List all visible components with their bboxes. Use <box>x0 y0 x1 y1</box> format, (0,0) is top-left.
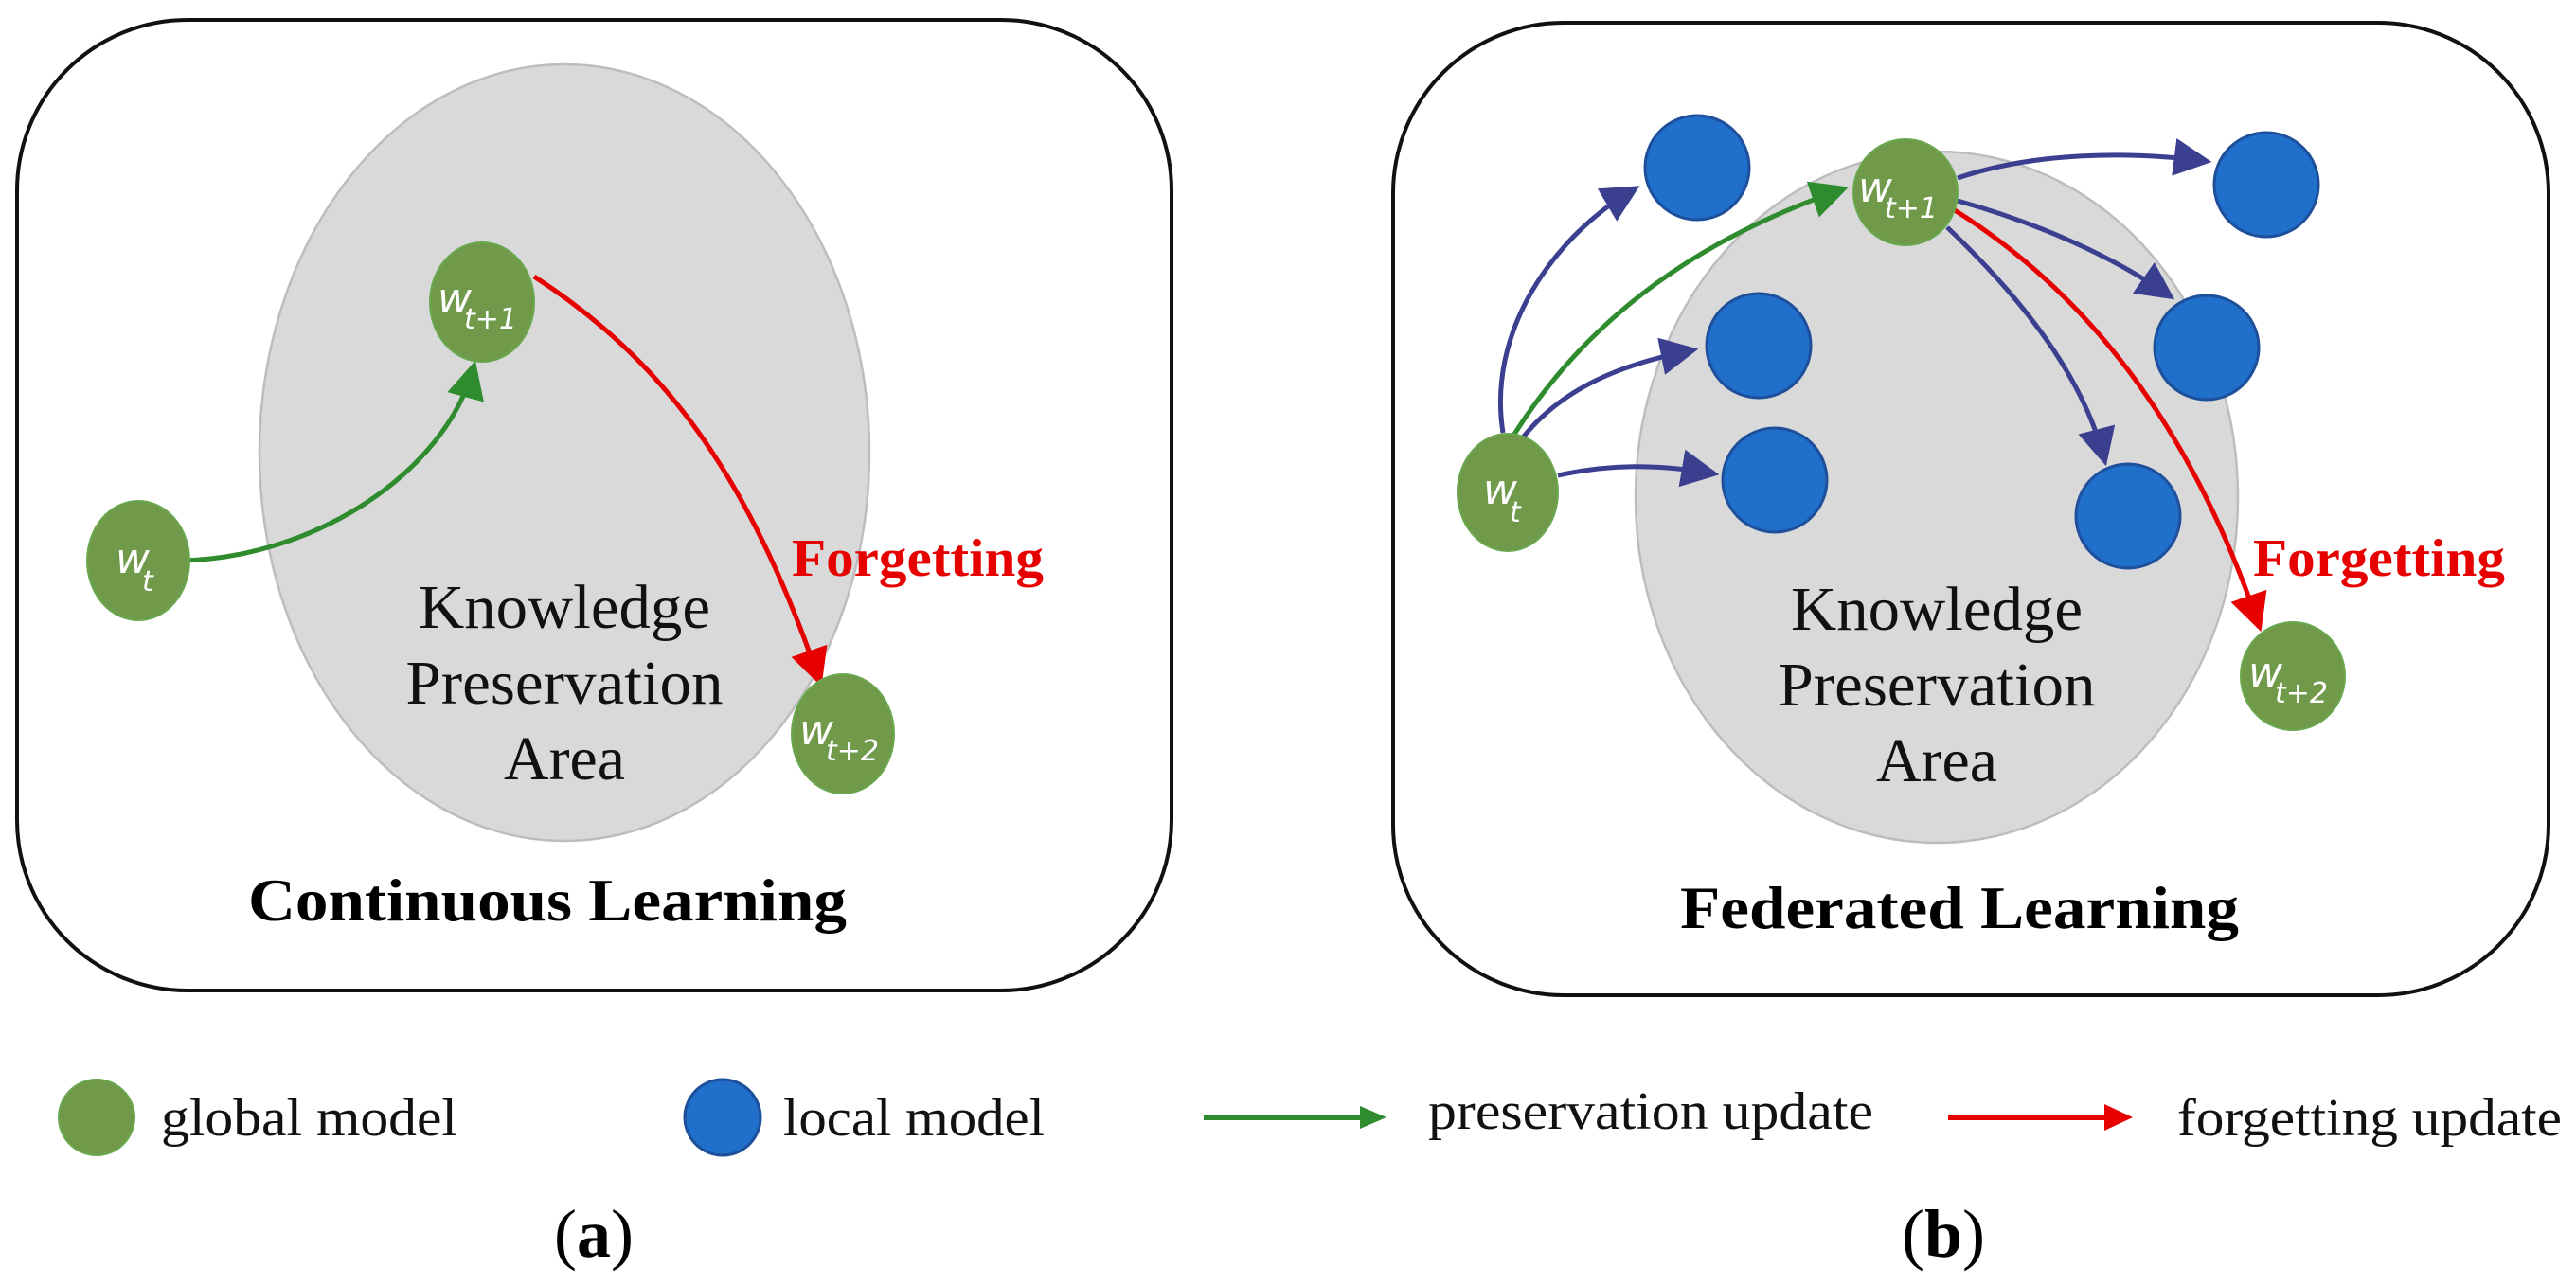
forgetting-label: Forgetting <box>792 529 1044 588</box>
area-label-line-2: Preservation <box>406 649 724 718</box>
local-model-swatch-icon <box>683 1078 762 1157</box>
caption-b: (b) <box>1902 1196 1985 1272</box>
panel-title: Continuous Learning <box>248 866 847 934</box>
legend-item-local-model: local model <box>683 1078 1045 1157</box>
node-label: w <box>116 535 151 583</box>
node-subscript: t+2 <box>2275 677 2328 710</box>
global-model-node-wt: w t <box>86 500 190 621</box>
legend-label: global model <box>161 1089 457 1148</box>
forgetting-update-arrow <box>1953 207 2267 633</box>
area-label-line-1: Knowledge <box>419 573 710 642</box>
node-subscript: t <box>1510 496 1522 529</box>
local-update-arrow <box>1945 225 2116 467</box>
local-update-arrow <box>1557 449 1720 488</box>
area-label-line-2: Preservation <box>1779 651 2096 720</box>
local-update-arrow <box>1957 198 2175 300</box>
panel-continuous-learning: Knowledge Preservation Area Forgetting w… <box>15 18 1173 992</box>
local-model-node <box>1705 292 1813 400</box>
preservation-update-arrow <box>179 360 484 563</box>
local-update-arrow <box>1957 138 2212 181</box>
global-model-node-wt1: w t+1 <box>429 241 535 363</box>
preservation-update-arrow <box>1511 181 1850 437</box>
node-subscript: t+2 <box>826 735 879 768</box>
local-model-node <box>2212 131 2320 239</box>
legend-label: forgetting update <box>2177 1089 2562 1148</box>
node-label: w <box>799 706 834 755</box>
node-subscript: t+1 <box>1885 192 1938 225</box>
panel-federated-learning: Knowledge Preservation Area Forgetting <box>1391 21 2550 997</box>
legend-item-forgetting-update: forgetting update <box>1948 1089 2562 1148</box>
forgetting-update-arrow <box>532 274 828 687</box>
local-update-arrow <box>1521 337 1699 439</box>
area-label-line-3: Area <box>504 724 625 794</box>
node-subscript: t+1 <box>464 303 517 336</box>
legend-item-global-model: global model <box>58 1079 457 1156</box>
local-model-node <box>2153 294 2261 402</box>
global-model-swatch-icon <box>58 1079 135 1156</box>
global-model-node-wt1: w t+1 <box>1852 138 1959 246</box>
node-subscript: t <box>142 565 154 598</box>
legend-item-preservation-update: preservation update <box>1204 1082 1873 1141</box>
global-model-node-wt2: w t+2 <box>791 673 895 794</box>
legend-label: local model <box>783 1089 1045 1148</box>
caption-a: (a) <box>554 1196 634 1272</box>
local-model-node <box>1643 114 1751 222</box>
global-model-node-wt2: w t+2 <box>2240 621 2346 731</box>
legend-label: preservation update <box>1428 1082 1873 1141</box>
node-label: w <box>1483 466 1518 514</box>
node-label: w <box>2248 649 2283 697</box>
panel-title: Federated Learning <box>1680 874 2239 941</box>
local-model-node <box>2074 462 2182 570</box>
knowledge-preservation-area <box>258 62 871 843</box>
node-label: w <box>438 275 473 323</box>
area-label-line-1: Knowledge <box>1791 575 2083 644</box>
node-label: w <box>1858 164 1893 212</box>
area-label-line-3: Area <box>1876 726 1997 795</box>
green-arrowhead-icon <box>1360 1106 1386 1129</box>
global-model-node-wt: w t <box>1457 433 1559 552</box>
forgetting-label: Forgetting <box>2253 529 2505 588</box>
local-update-arrow <box>1497 186 1640 434</box>
red-arrowhead-icon <box>2104 1104 2133 1131</box>
legend: global model local model preservation up… <box>58 1078 2562 1157</box>
local-model-node <box>1721 426 1829 534</box>
